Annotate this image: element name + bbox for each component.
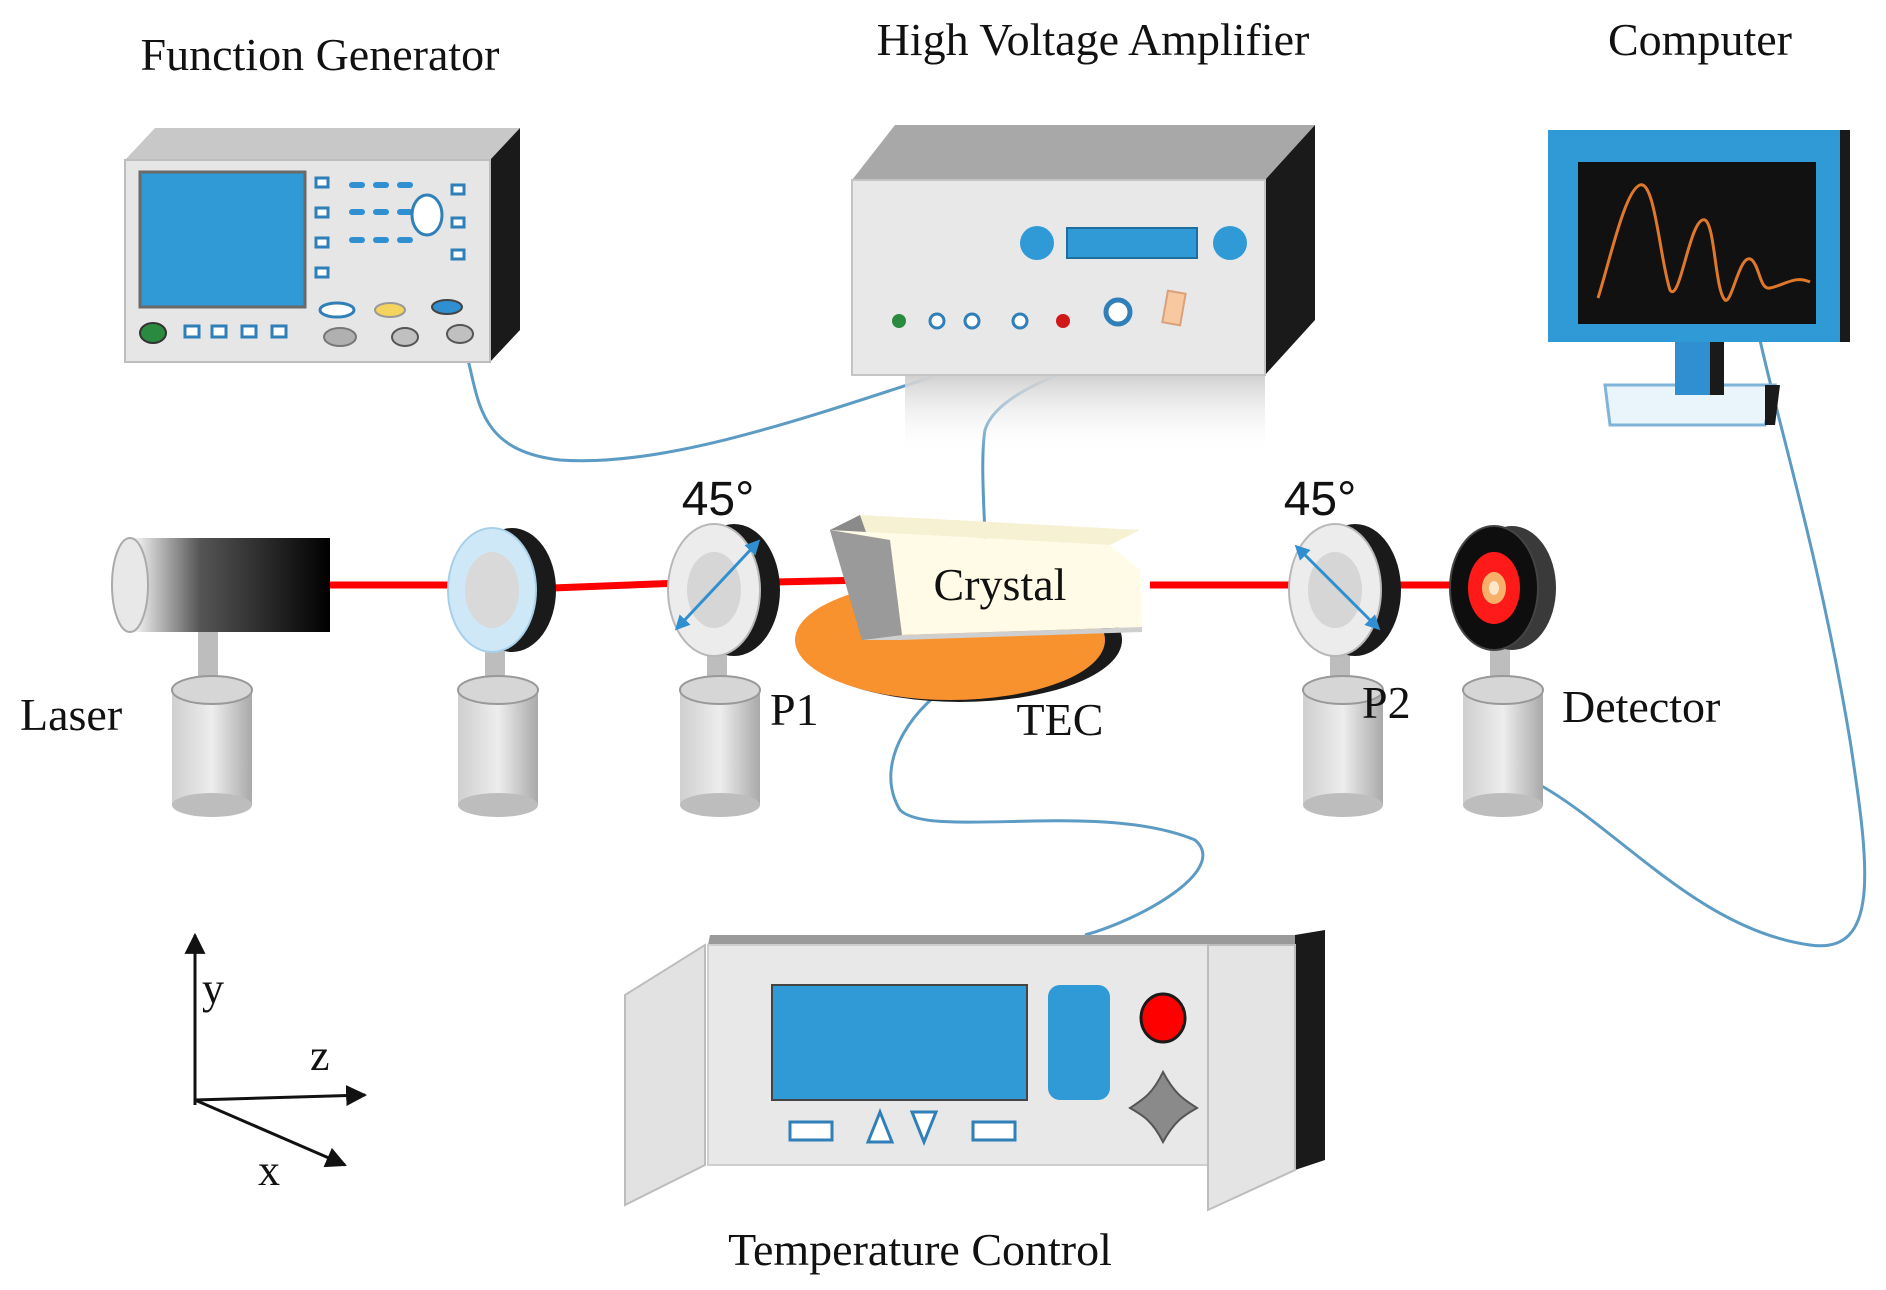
function-generator — [124, 128, 520, 363]
amplifier-output-connector — [1161, 289, 1187, 327]
polarizer-p2 — [1288, 523, 1401, 657]
label-laser: Laser — [20, 689, 122, 740]
label-p2: P2 — [1362, 677, 1411, 728]
temperature-control — [624, 930, 1325, 1212]
label-high-voltage-amplifier: High Voltage Amplifier — [877, 14, 1310, 65]
temperature-control-display — [771, 984, 1028, 1101]
lens-mount — [447, 527, 556, 653]
coordinate-axes — [184, 932, 368, 1168]
function-generator-power-button — [139, 322, 167, 344]
laser — [111, 537, 330, 633]
z-axis-arrow — [194, 1085, 368, 1107]
label-p2-angle: 45° — [1284, 473, 1357, 526]
computer-waveform — [1596, 183, 1811, 302]
computer-screen — [1578, 162, 1816, 324]
computer — [1548, 130, 1850, 427]
detector — [1449, 525, 1556, 651]
temperature-down-button — [909, 1110, 939, 1147]
high-voltage-amplifier — [851, 125, 1315, 455]
cable-tec-to-temperature-control — [889, 681, 1205, 937]
p1-polarization-axis — [674, 539, 761, 631]
x-axis-arrow — [194, 1098, 347, 1168]
polarizer-p1 — [667, 523, 780, 657]
optical-posts — [171, 630, 1544, 817]
crystal — [830, 515, 1142, 640]
function-generator-connectors — [391, 324, 474, 347]
axis-label-y: y — [202, 964, 224, 1013]
label-detector: Detector — [1562, 681, 1720, 732]
temperature-up-button — [865, 1107, 895, 1144]
cable-detector-to-computer — [1539, 339, 1867, 948]
label-function-generator: Function Generator — [141, 29, 500, 80]
function-generator-knob — [410, 193, 444, 237]
label-p1-angle: 45° — [682, 473, 755, 526]
function-generator-side-buttons — [314, 176, 466, 279]
function-generator-bottom-buttons — [183, 324, 288, 339]
label-tec: TEC — [1017, 694, 1104, 745]
function-generator-screen — [138, 170, 307, 309]
amplifier-display — [1066, 227, 1198, 259]
axis-label-z: z — [310, 1031, 330, 1080]
temperature-control-dpad — [1128, 1069, 1199, 1145]
function-generator-keys — [349, 182, 413, 243]
label-p1: P1 — [770, 684, 819, 735]
temperature-control-knob — [1139, 992, 1187, 1044]
amplifier-input-connector — [1103, 297, 1133, 327]
p2-polarization-axis — [1294, 544, 1381, 631]
label-computer: Computer — [1608, 14, 1792, 65]
label-temperature-control: Temperature Control — [728, 1224, 1112, 1275]
label-crystal: Crystal — [934, 559, 1067, 610]
axis-label-x: x — [258, 1146, 280, 1195]
temperature-control-side-panel — [1048, 985, 1110, 1100]
